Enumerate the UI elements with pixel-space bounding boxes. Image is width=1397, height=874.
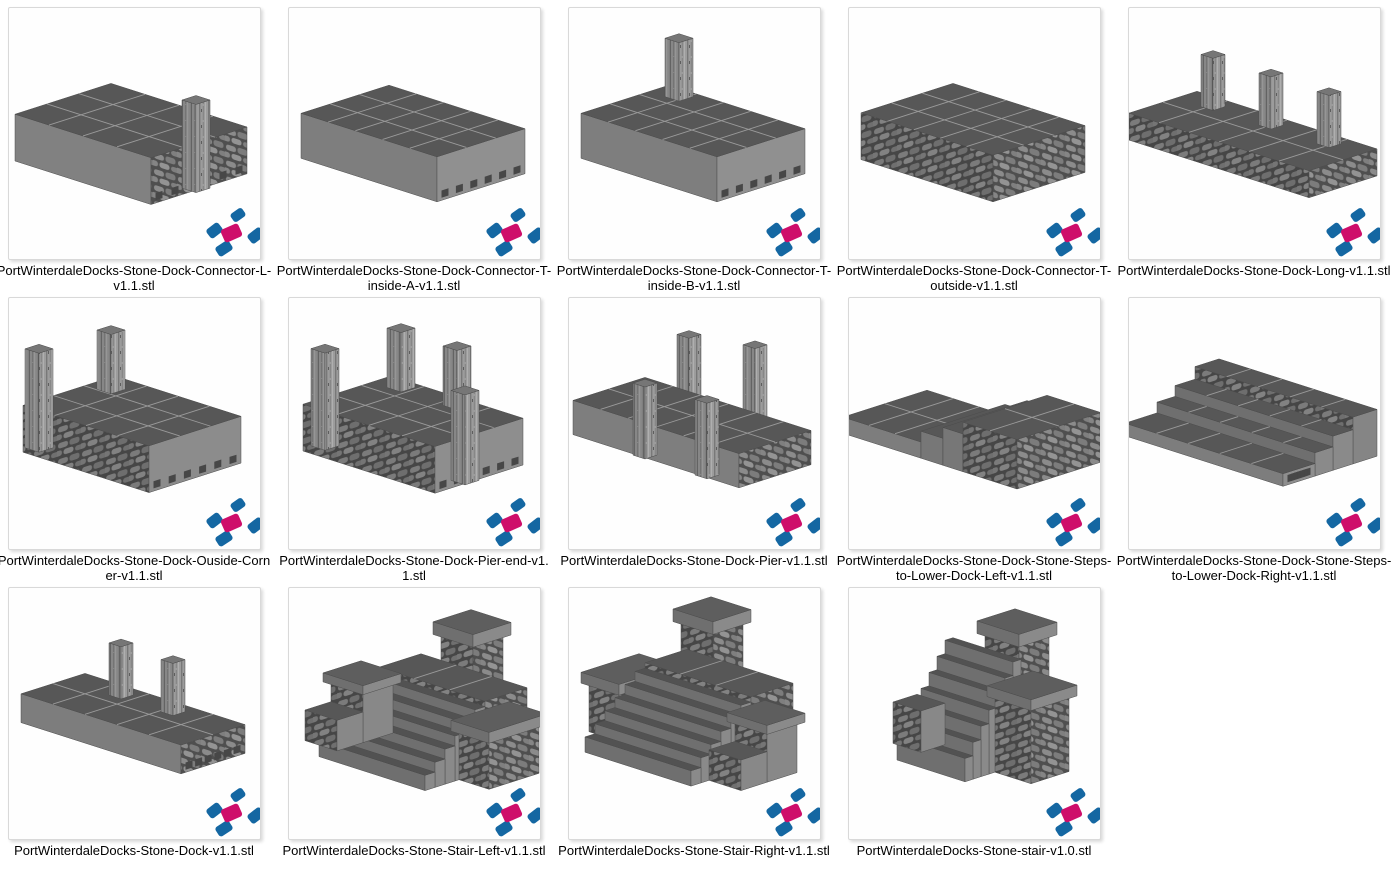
filename-label: PortWinterdaleDocks-Stone-Dock-Connector… (0, 263, 272, 293)
model-render-connector-l (14, 83, 248, 205)
netfabb-logo-icon (486, 498, 540, 547)
model-render-pier-end (302, 323, 524, 494)
netfabb-logo-icon (206, 498, 260, 547)
file-tile: PortWinterdaleDocks-Stone-Dock-Connector… (837, 7, 1111, 294)
model-render-dock-long (1129, 50, 1378, 199)
model-render-steps-right (1129, 358, 1378, 487)
model-render-steps-left (849, 389, 1100, 490)
filename-label: PortWinterdaleDocks-Stone-stair-v1.0.stl (856, 843, 1092, 858)
netfabb-logo-icon (766, 208, 820, 257)
filename-label: PortWinterdaleDocks-Stone-Dock-Connector… (556, 263, 832, 293)
model-thumbnail-connector-l[interactable] (8, 7, 261, 260)
netfabb-logo-icon (486, 208, 540, 257)
model-thumbnail-t-inside-a[interactable] (288, 7, 541, 260)
model-render-stair-right (580, 596, 806, 791)
netfabb-logo-icon (1046, 208, 1100, 257)
model-render-t-inside-a (300, 84, 526, 203)
filename-label: PortWinterdaleDocks-Stone-Dock-Stone-Ste… (1116, 553, 1392, 583)
model-render-t-outside (860, 83, 1086, 203)
netfabb-logo-icon (206, 788, 260, 837)
model-render-pier (572, 330, 812, 489)
file-tile: PortWinterdaleDocks-Stone-Dock-v1.1.stl (8, 587, 261, 874)
model-thumbnail-pier[interactable] (568, 297, 821, 550)
filename-label: PortWinterdaleDocks-Stone-Dock-Long-v1.1… (1117, 263, 1391, 278)
file-tile: PortWinterdaleDocks-Stone-Dock-Connector… (277, 7, 551, 294)
filename-label: PortWinterdaleDocks-Stone-Stair-Right-v1… (558, 843, 830, 858)
model-render-t-inside-b (580, 33, 806, 203)
file-tile: PortWinterdaleDocks-Stone-stair-v1.0.stl (848, 587, 1101, 874)
netfabb-logo-icon (1046, 498, 1100, 547)
file-tile: PortWinterdaleDocks-Stone-Stair-Left-v1.… (283, 587, 545, 874)
model-thumbnail-pier-end[interactable] (288, 297, 541, 550)
model-thumbnail-stair-right[interactable] (568, 587, 821, 840)
file-tile: PortWinterdaleDocks-Stone-Dock-Connector… (557, 7, 831, 294)
netfabb-logo-icon (486, 788, 540, 837)
model-thumbnail-t-outside[interactable] (848, 7, 1101, 260)
file-tile: PortWinterdaleDocks-Stone-Dock-Stone-Ste… (1117, 297, 1391, 584)
model-thumbnail-dock-long[interactable] (1128, 7, 1381, 260)
model-render-outside-corner (22, 325, 242, 493)
model-thumbnail-steps-left[interactable] (848, 297, 1101, 550)
model-render-stair-tall (892, 608, 1078, 785)
filename-label: PortWinterdaleDocks-Stone-Stair-Left-v1.… (282, 843, 546, 858)
filename-label: PortWinterdaleDocks-Stone-Dock-v1.1.stl (14, 843, 254, 858)
netfabb-logo-icon (766, 498, 820, 547)
filename-label: PortWinterdaleDocks-Stone-Dock-Connector… (276, 263, 552, 293)
model-render-stair-left (304, 609, 540, 791)
model-thumbnail-stair-left[interactable] (288, 587, 541, 840)
filename-label: PortWinterdaleDocks-Stone-Dock-Stone-Ste… (836, 553, 1112, 583)
file-tile: PortWinterdaleDocks-Stone-Dock-Long-v1.1… (1117, 7, 1391, 294)
model-thumbnail-steps-right[interactable] (1128, 297, 1381, 550)
model-thumbnail-outside-corner[interactable] (8, 297, 261, 550)
netfabb-logo-icon (1046, 788, 1100, 837)
netfabb-logo-icon (206, 208, 260, 257)
filename-label: PortWinterdaleDocks-Stone-Dock-Connector… (836, 263, 1112, 293)
filename-label: PortWinterdaleDocks-Stone-Dock-Pier-v1.1… (560, 553, 828, 568)
filename-label: PortWinterdaleDocks-Stone-Dock-Ouside-Co… (0, 553, 271, 583)
filename-label: PortWinterdaleDocks-Stone-Dock-Pier-end-… (279, 553, 549, 583)
netfabb-logo-icon (1326, 498, 1380, 547)
netfabb-logo-icon (1326, 208, 1380, 257)
netfabb-logo-icon (766, 788, 820, 837)
file-tile: PortWinterdaleDocks-Stone-Dock-Connector… (0, 7, 271, 294)
file-tile: PortWinterdaleDocks-Stone-Dock-Ouside-Co… (0, 297, 270, 584)
file-tile: PortWinterdaleDocks-Stone-Dock-Pier-end-… (279, 297, 549, 584)
model-thumbnail-stair-tall[interactable] (848, 587, 1101, 840)
file-tile: PortWinterdaleDocks-Stone-Dock-Stone-Ste… (837, 297, 1111, 584)
file-tile: PortWinterdaleDocks-Stone-Stair-Right-v1… (558, 587, 830, 874)
model-render-dock (20, 638, 246, 775)
model-thumbnail-dock[interactable] (8, 587, 261, 840)
model-thumbnail-t-inside-b[interactable] (568, 7, 821, 260)
file-tile: PortWinterdaleDocks-Stone-Dock-Pier-v1.1… (560, 297, 828, 584)
